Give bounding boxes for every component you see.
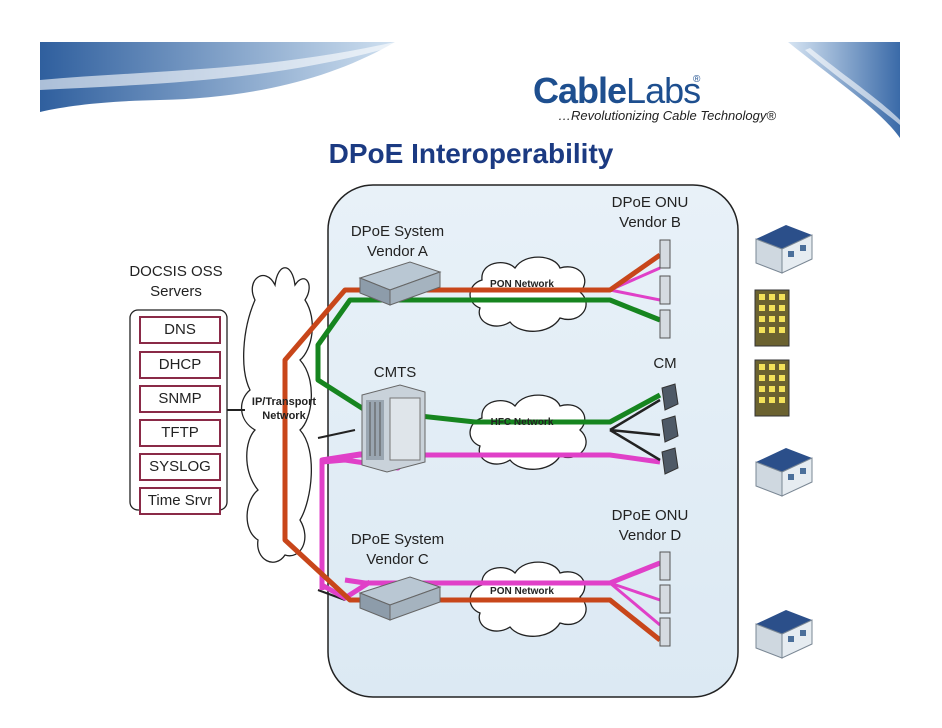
onu-b-devices bbox=[659, 239, 671, 339]
dpoe-system-c-line2: Vendor C bbox=[366, 551, 429, 568]
onu-d-line2: Vendor D bbox=[618, 527, 682, 544]
onu-b-label: DPoE ONU Vendor B bbox=[595, 193, 705, 233]
house-icon-top bbox=[755, 225, 813, 274]
dpoe-system-c-device bbox=[358, 576, 442, 621]
onu-d-devices bbox=[659, 551, 671, 647]
onu-b-line2: Vendor B bbox=[619, 214, 681, 231]
oss-server-tftp: TFTP bbox=[139, 419, 221, 447]
oss-server-dns: DNS bbox=[139, 316, 221, 344]
ip-transport-label: IP/Transport Network bbox=[244, 395, 324, 423]
hfc-network-cloud bbox=[469, 394, 587, 470]
pon-network-bottom-label: PON Network bbox=[490, 586, 554, 597]
onu-d-line1: DPoE ONU bbox=[611, 507, 689, 524]
oss-title: DOCSIS OSS Servers bbox=[116, 262, 236, 302]
house-icon-middle bbox=[755, 448, 813, 497]
cm-devices bbox=[661, 383, 679, 475]
ip-transport-line1: IP/Transport bbox=[251, 396, 317, 408]
ip-transport-cloud bbox=[240, 267, 313, 563]
slide-title: DPoE Interoperability bbox=[328, 138, 614, 169]
oss-server-time: Time Srvr bbox=[139, 487, 221, 515]
oss-title-line2: Servers bbox=[150, 283, 202, 300]
oss-server-dhcp: DHCP bbox=[139, 351, 221, 379]
cablelabs-logo: CableLabs bbox=[533, 70, 701, 112]
dpoe-system-a-label: DPoE System Vendor A bbox=[340, 222, 455, 262]
dpoe-system-c-line1: DPoE System bbox=[350, 531, 445, 548]
oss-server-syslog: SYSLOG bbox=[139, 453, 221, 481]
cmts-device bbox=[361, 384, 426, 473]
onu-d-label: DPoE ONU Vendor D bbox=[595, 506, 705, 546]
dpoe-system-c-label: DPoE System Vendor C bbox=[340, 530, 455, 570]
right-wave-decoration bbox=[788, 42, 900, 138]
logo-brand-bold: Cable bbox=[533, 70, 627, 111]
cmts-label: CMTS bbox=[373, 364, 417, 381]
oss-server-snmp: SNMP bbox=[139, 385, 221, 413]
dpoe-system-a-device bbox=[358, 261, 442, 306]
house-icon-bottom bbox=[755, 610, 813, 659]
green-service-path bbox=[315, 297, 662, 425]
dpoe-system-a-line1: DPoE System bbox=[350, 223, 445, 240]
logo-brand-light: Labs bbox=[626, 70, 701, 111]
oss-title-line1: DOCSIS OSS bbox=[129, 263, 223, 280]
pon-network-top-label: PON Network bbox=[490, 279, 554, 290]
logo-registered-mark: ® bbox=[693, 74, 701, 85]
ip-transport-line2: Network bbox=[262, 410, 306, 422]
dpoe-system-a-line2: Vendor A bbox=[367, 243, 428, 260]
pon-network-top-cloud bbox=[469, 256, 587, 332]
building-icon-top bbox=[754, 289, 790, 347]
orange-service-path bbox=[282, 252, 662, 642]
building-icon-bottom bbox=[754, 359, 790, 417]
onu-b-line1: DPoE ONU bbox=[611, 194, 689, 211]
hfc-network-label: HFC Network bbox=[490, 417, 554, 428]
logo-tagline: …Revolutionizing Cable Technology® bbox=[558, 108, 776, 123]
cm-label: CM bbox=[653, 355, 677, 372]
